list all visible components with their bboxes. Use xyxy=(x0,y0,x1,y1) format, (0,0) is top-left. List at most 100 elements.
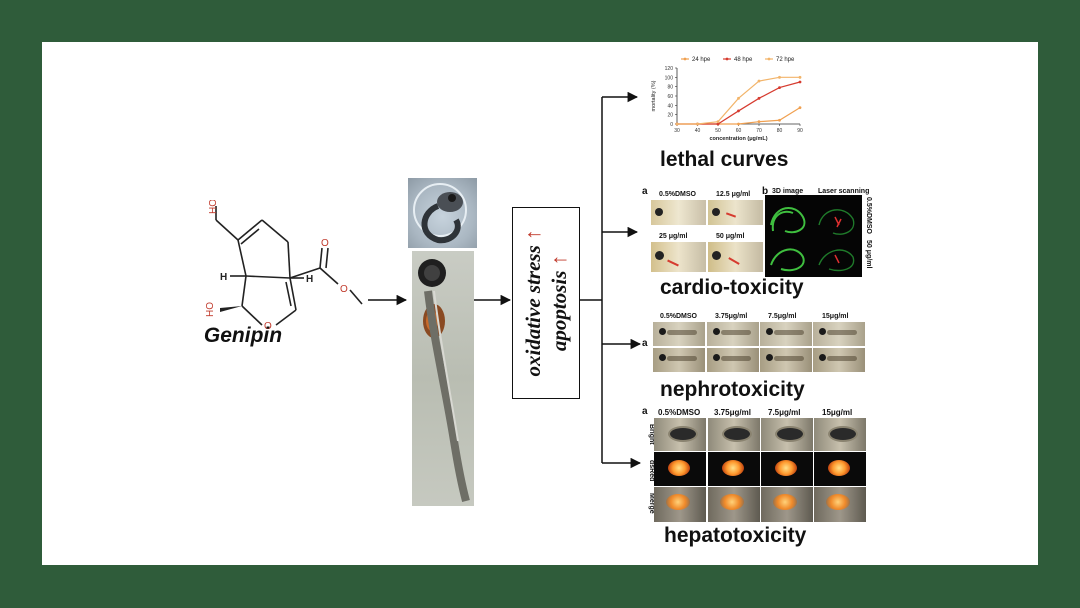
legend-marker xyxy=(725,57,729,61)
genipin-structure: HO HO O O O H H xyxy=(205,200,363,330)
x-tick-label: 60 xyxy=(736,128,742,134)
mechanism-box: oxidative stress ↑ apoptosis ↑ xyxy=(512,207,580,399)
hepato-label-dose-1: 3.75μg/ml xyxy=(714,408,751,417)
ring-oxygen-label: O xyxy=(264,321,272,330)
x-tick-label: 40 xyxy=(695,128,701,134)
cardio-label-laser-scanning: Laser scanning xyxy=(818,188,870,195)
increase-arrow-icon: ↑ xyxy=(547,254,571,266)
cardio-label-3d-image: 3D image xyxy=(772,188,804,195)
data-point xyxy=(737,122,740,126)
legend-label: 24 hpe xyxy=(692,57,711,63)
hepato-merge-image xyxy=(654,487,706,522)
x-tick-label: 50 xyxy=(715,128,721,134)
mechanism-text: oxidative stress ↑ apoptosis ↑ xyxy=(520,230,572,377)
nephro-label-dose-2: 7.5μg/ml xyxy=(768,313,797,320)
nephro-label-control: 0.5%DMSO xyxy=(660,313,697,320)
hydrogen-label-right: H xyxy=(306,274,313,285)
nephro-panel-letter: a xyxy=(642,338,648,349)
zebrafish-larva-image xyxy=(412,251,474,506)
hepato-label-dose-2: 7.5μg/ml xyxy=(768,408,801,417)
data-point xyxy=(675,122,679,126)
nephro-image-top xyxy=(760,322,812,346)
nephro-label-dose-1: 3.75μg/ml xyxy=(715,313,748,320)
hepato-dsred-image xyxy=(654,452,706,486)
y-tick-label: 60 xyxy=(667,94,673,100)
legend-marker xyxy=(683,57,687,61)
x-tick-label: 90 xyxy=(797,128,803,134)
data-point xyxy=(757,79,761,83)
cardio-panel-letter-b: b xyxy=(762,186,769,197)
nephro-image-bottom xyxy=(653,348,705,372)
hepato-bright-image xyxy=(654,418,706,451)
data-point xyxy=(798,75,802,79)
nephro-image-top xyxy=(707,322,759,346)
x-tick-label: 70 xyxy=(756,128,762,134)
y-tick-label: 20 xyxy=(667,113,673,119)
carbonyl-oxygen-label: O xyxy=(321,238,329,249)
x-tick-label: 30 xyxy=(674,128,680,134)
data-point xyxy=(798,80,802,84)
cardio-label-control: 0.5%DMSO xyxy=(659,191,696,198)
cardio-image-control xyxy=(651,200,706,225)
nephro-image-bottom xyxy=(760,348,812,372)
hydroxy-label-left: HO xyxy=(205,302,216,317)
data-point xyxy=(716,120,720,124)
y-axis-label: mortality (%) xyxy=(651,80,657,111)
nephrotoxicity-label: nephrotoxicity xyxy=(660,378,805,401)
cardio-label-dose-2: 25 μg/ml xyxy=(659,233,688,240)
cardio-image-dose-2 xyxy=(651,242,706,272)
cardio-fluorescence-panel xyxy=(765,195,862,277)
hepato-merge-image xyxy=(761,487,813,522)
hepato-label-dose-3: 15μg/ml xyxy=(822,408,853,417)
nephro-image-bottom xyxy=(707,348,759,372)
hepato-bright-image xyxy=(761,418,813,451)
lethal-curves-label: lethal curves xyxy=(660,148,789,171)
y-tick-label: 80 xyxy=(667,85,673,91)
oxidative-stress-label: oxidative stress xyxy=(521,245,545,377)
cardio-toxicity-label: cardio-toxicity xyxy=(660,276,804,299)
hepato-dsred-image xyxy=(708,452,760,486)
series-line xyxy=(677,81,801,125)
x-axis-label: concentration (μg/mL) xyxy=(709,136,767,142)
y-tick-label: 40 xyxy=(667,103,673,109)
hydrogen-label-left: H xyxy=(220,272,227,283)
data-point xyxy=(798,106,802,110)
data-point xyxy=(778,75,781,79)
data-point xyxy=(737,109,740,113)
cardio-side-label-control: 0.5%DMSO xyxy=(865,197,872,234)
hepato-bright-image xyxy=(708,418,760,451)
data-point xyxy=(757,96,761,100)
cardio-label-dose-3: 50 μg/ml xyxy=(716,233,745,240)
data-point xyxy=(716,122,720,126)
legend-marker xyxy=(767,57,771,61)
cardio-panel-letter-a: a xyxy=(642,186,648,197)
data-point xyxy=(757,120,761,124)
data-point xyxy=(778,118,781,122)
nephro-label-dose-3: 15μg/ml xyxy=(822,313,849,320)
hepato-bright-image xyxy=(814,418,866,451)
hepato-merge-image xyxy=(708,487,760,522)
data-point xyxy=(737,96,740,100)
nephro-image-bottom xyxy=(813,348,865,372)
hepato-dsred-image xyxy=(761,452,813,486)
apoptosis-label: apoptosis xyxy=(547,270,571,352)
hepato-merge-image xyxy=(814,487,866,522)
cardio-side-label-dose: 50 μg/ml xyxy=(865,240,872,269)
nephro-image-top xyxy=(813,322,865,346)
y-tick-label: 120 xyxy=(665,66,674,72)
cardio-label-dose-1: 12.5 μg/ml xyxy=(716,191,751,198)
legend-label: 72 hpe xyxy=(776,57,795,63)
ester-oxygen-label: O xyxy=(340,284,348,295)
hepato-label-control: 0.5%DMSO xyxy=(658,408,701,417)
cardio-image-dose-1 xyxy=(708,200,763,225)
hepato-panel-letter: a xyxy=(642,406,648,417)
y-tick-label: 0 xyxy=(670,122,673,128)
increase-arrow-icon: ↑ xyxy=(521,229,545,241)
data-point xyxy=(696,122,699,126)
compound-name: Genipin xyxy=(203,324,283,347)
x-tick-label: 80 xyxy=(777,128,783,134)
nephro-image-top xyxy=(653,322,705,346)
hepato-dsred-image xyxy=(814,452,866,486)
series-line xyxy=(677,76,800,125)
